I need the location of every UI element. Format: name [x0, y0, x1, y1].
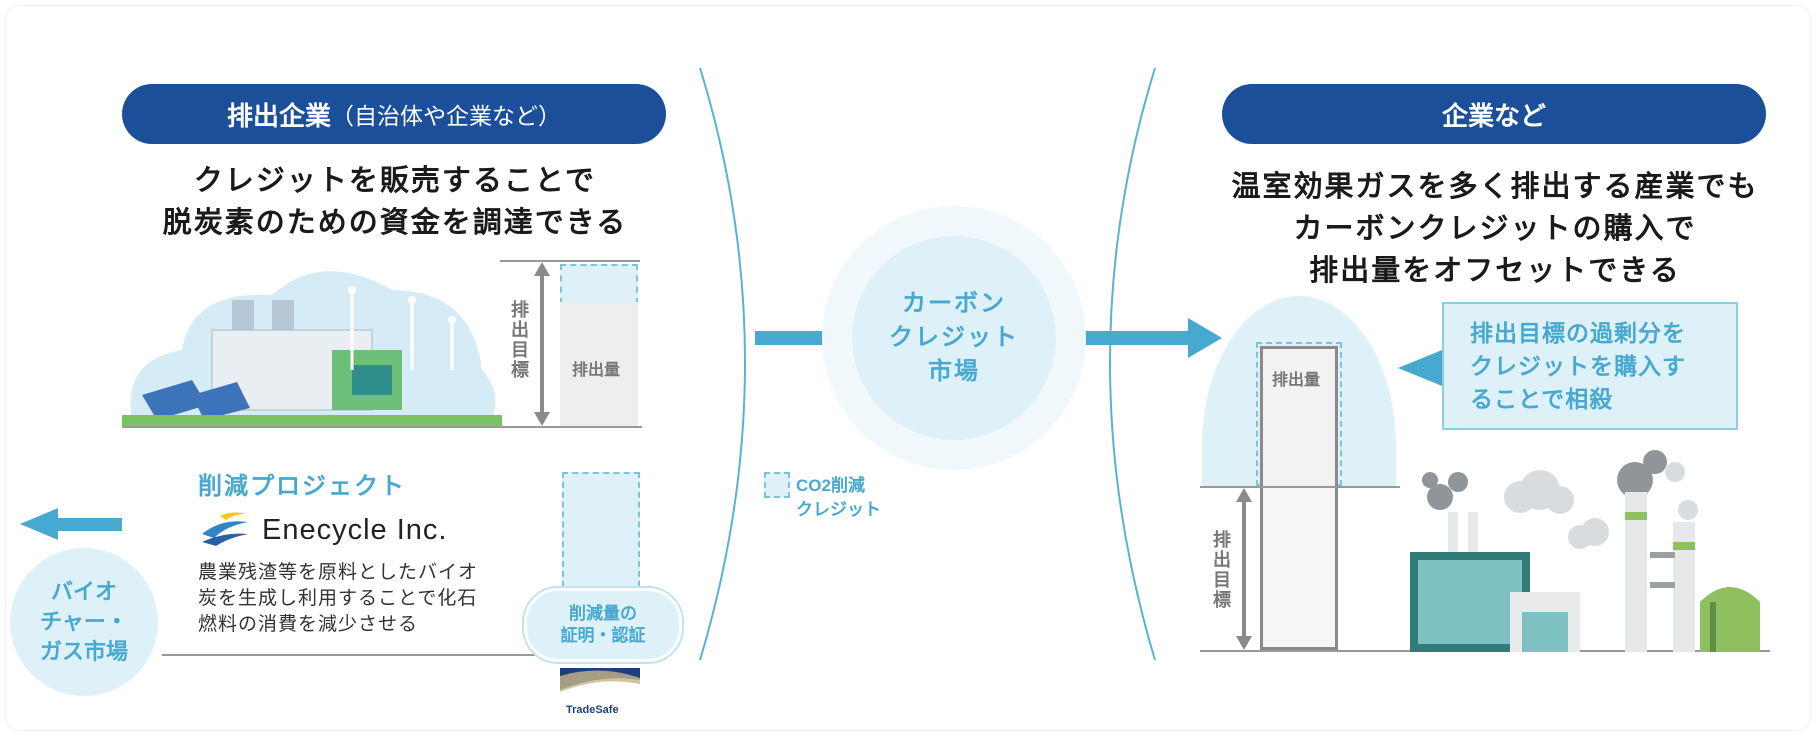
- left-heading: クレジットを販売することで 脱炭素のための資金を調達できる: [110, 160, 680, 244]
- right-target-label: 排出目標: [1211, 530, 1231, 610]
- emitter-pill-sub: （自治体や企業など）: [331, 103, 561, 129]
- right-target-line: [1200, 486, 1400, 488]
- project-description-line3: 燃料の消費を減少させる: [198, 614, 419, 635]
- callout-line1: 排出目標の過剰分を: [1470, 319, 1686, 346]
- biochar-line1: バイオ: [50, 579, 117, 604]
- market-line3: 市場: [928, 358, 980, 385]
- emitter-pill-main: 排出企業: [226, 100, 331, 131]
- buyer-pill: 企業など: [1222, 84, 1766, 144]
- market-line1: カーボン: [902, 290, 1006, 317]
- legend-swatch: [764, 472, 790, 498]
- right-heading: 温室効果ガスを多く排出する産業でも カーボンクレジットの購入で 排出量をオフセッ…: [1200, 166, 1790, 292]
- offset-callout: 排出目標の過剰分を クレジットを購入す ることで相殺: [1442, 302, 1738, 430]
- certification-line2: 証明・認証: [560, 626, 646, 645]
- right-heading-line2: カーボンクレジットの購入で: [1293, 213, 1697, 245]
- eco-factory-illustration: [122, 271, 502, 427]
- left-heading-line1: クレジットを販売することで: [193, 165, 597, 197]
- carbon-credit-market-circle: カーボン クレジット 市場: [852, 236, 1056, 440]
- right-target-range-arrow: [1236, 488, 1252, 650]
- project-description-line2: 炭を生成し利用することで化石: [198, 588, 478, 609]
- left-bottom-line: [162, 654, 642, 656]
- arrow-right-icon: [1188, 318, 1222, 358]
- right-emission-label: 排出量: [1272, 372, 1321, 389]
- left-emission-label: 排出量: [572, 362, 621, 379]
- left-target-label: 排出目標: [509, 300, 529, 380]
- emitter-pill: 排出企業 （自治体や企業など）: [122, 84, 666, 144]
- connector-bar-right: [1058, 331, 1188, 345]
- callout-line2: クレジットを購入す: [1470, 352, 1686, 379]
- left-top-line: [500, 260, 640, 262]
- left-arc-divider: [699, 67, 746, 661]
- project-description-line1: 農業残渣等を原料としたバイオ: [198, 562, 479, 583]
- left-credit-excess: [560, 264, 638, 304]
- project-title: 削減プロジェクト: [198, 473, 406, 500]
- callout-line3: ることで相殺: [1470, 385, 1614, 412]
- biochar-line2: チャー・: [40, 609, 128, 634]
- target-range-arrow: [534, 262, 550, 426]
- left-baseline: [122, 426, 642, 428]
- left-emission-bar: [560, 302, 638, 426]
- buyer-pill-main: 企業など: [1441, 100, 1546, 131]
- tradesafe-label: TradeSafe: [566, 704, 619, 716]
- legend-line1: CO2削減: [796, 476, 865, 495]
- biochar-market-circle: バイオ チャー・ ガス市場: [10, 548, 158, 696]
- company-name: Enecycle Inc.: [262, 514, 448, 546]
- right-heading-line1: 温室効果ガスを多く排出する産業でも: [1231, 171, 1759, 203]
- certification-badge: 削減量の 証明・認証: [524, 588, 682, 662]
- right-emission-bar-lower: [1263, 488, 1335, 647]
- legend-line2: クレジット: [796, 500, 881, 519]
- tradesafe-logo-icon: [560, 668, 640, 692]
- legend-text: CO2削減 クレジット: [796, 474, 881, 522]
- market-line2: クレジット: [889, 324, 1019, 351]
- right-arc-divider: [1109, 67, 1156, 661]
- biochar-line3: ガス市場: [39, 639, 128, 664]
- industrial-factory-illustration: [1410, 450, 1760, 652]
- enecycle-logo-icon: [202, 512, 248, 546]
- right-heading-line3: 排出量をオフセットできる: [1309, 255, 1681, 287]
- arrow-left-shaft: [56, 518, 122, 531]
- left-heading-line2: 脱炭素のための資金を調達できる: [162, 207, 628, 239]
- project-description: 農業残渣等を原料としたバイオ 炭を生成し利用することで化石 燃料の消費を減少させ…: [198, 560, 478, 638]
- arrow-left-icon: [20, 508, 58, 540]
- certification-line1: 削減量の: [569, 604, 637, 623]
- callout-pointer-icon: [1398, 350, 1442, 386]
